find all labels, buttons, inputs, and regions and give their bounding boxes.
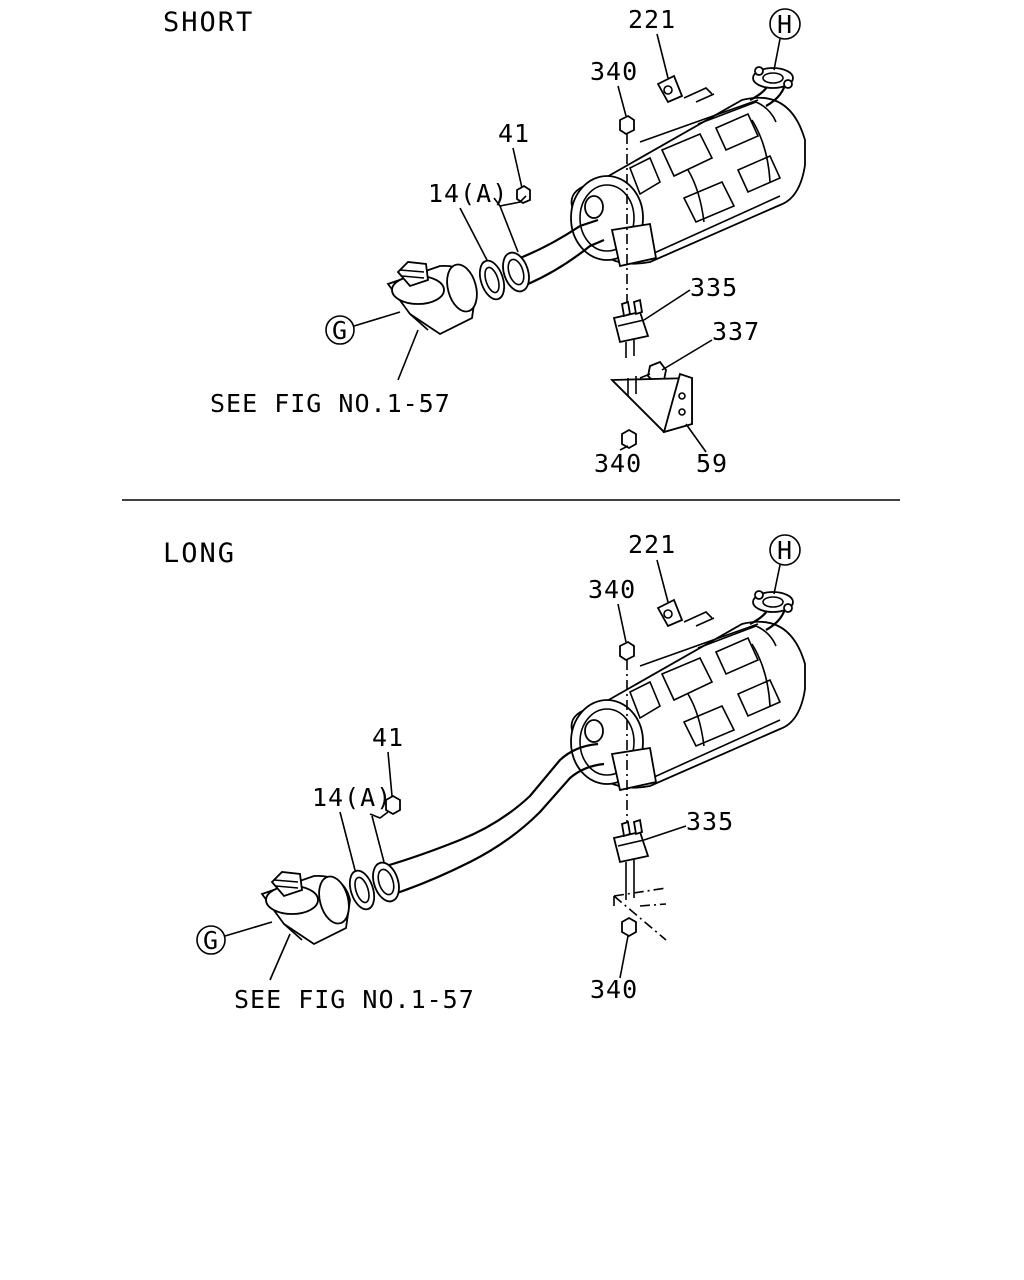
callout-14a-long: 14(A) — [312, 783, 392, 812]
part-59-bracket — [609, 372, 693, 434]
callout-340-top: 340 — [590, 57, 638, 86]
part-41-nut — [516, 184, 531, 205]
callout-221-long: 221 — [628, 530, 676, 559]
outlet-flange-long — [752, 590, 794, 613]
callout-41: 41 — [498, 119, 530, 148]
frame-member-phantom — [613, 887, 667, 941]
callout-335-long: 335 — [686, 807, 734, 836]
ref-label-g: G — [332, 316, 348, 345]
callout-221: 221 — [628, 5, 676, 34]
ref-circle-g — [325, 315, 355, 345]
see-fig-note-long: SEE FIG NO.1-57 — [234, 985, 475, 1014]
part-221-insulator-long — [656, 598, 715, 628]
part-340-nut-bottom — [621, 428, 637, 450]
short-section: SHORT — [163, 5, 806, 478]
part-335-mount — [612, 298, 650, 358]
callout-59: 59 — [696, 449, 728, 478]
muffler-part-12-long — [570, 601, 806, 792]
part-340-nut-top — [619, 114, 635, 136]
see-fig-note-short: SEE FIG NO.1-57 — [210, 389, 451, 418]
section-title-short: SHORT — [163, 7, 254, 38]
callout-340-bottom-long: 340 — [590, 975, 638, 1004]
callout-335: 335 — [690, 273, 738, 302]
muffler-part-12 — [570, 77, 806, 268]
callout-340-top-long: 340 — [588, 575, 636, 604]
ref-circle-g-long — [196, 925, 226, 955]
callout-14a: 14(A) — [428, 179, 508, 208]
callout-337: 337 — [712, 317, 760, 346]
part-335-mount-long — [612, 818, 650, 900]
section-title-long: LONG — [163, 538, 236, 569]
catalytic-converter-g-long — [260, 871, 351, 946]
part-14a-gasket-long — [348, 869, 376, 911]
callout-41-long: 41 — [372, 723, 404, 752]
part-221-insulator — [656, 74, 715, 104]
part-340-nut-bottom-long — [621, 916, 637, 938]
part-41-nut-long — [385, 794, 401, 816]
ref-label-g-long: G — [203, 926, 219, 955]
outlet-flange — [752, 66, 794, 89]
ref-label-h-long: H — [777, 536, 793, 565]
front-pipe-long — [372, 742, 605, 903]
front-pipe-short — [502, 218, 605, 293]
ref-circle-h-long — [769, 534, 801, 566]
ref-circle-h — [769, 8, 801, 40]
callout-340-bottom: 340 — [594, 449, 642, 478]
part-340-nut-top-long — [619, 640, 635, 662]
part-14a-gasket — [478, 259, 506, 301]
long-section: LONG H — [163, 530, 806, 1014]
ref-label-h: H — [777, 10, 793, 39]
catalytic-converter-g-short — [386, 261, 478, 336]
